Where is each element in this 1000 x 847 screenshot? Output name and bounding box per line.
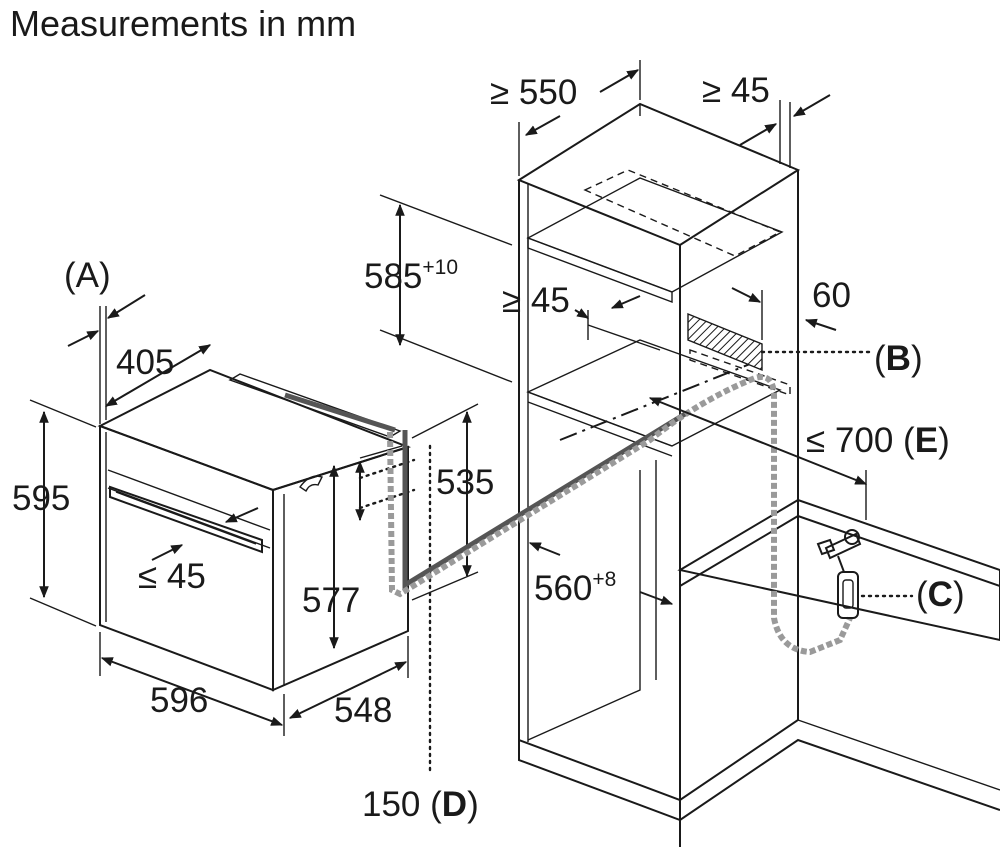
dim-oven-depth-front: 405 (116, 343, 174, 382)
dim-shelf-gap: ≥ 45 (502, 281, 570, 320)
dim-niche-height: 585+10 (364, 256, 458, 296)
dim-oven-depth: 548 (334, 691, 392, 730)
label-d-group: 150 (D) (362, 785, 479, 824)
label-b-close: ) (911, 339, 923, 378)
oven (97, 368, 412, 692)
label-e-group: ≤ 700 (E) (806, 421, 950, 460)
label-c-open: ( (916, 575, 928, 614)
label-b: B (886, 339, 911, 378)
power-cable (402, 411, 687, 590)
dim-niche-height-base: 585 (364, 257, 422, 296)
dim-niche-width: 560+8 (534, 568, 616, 608)
water-tap-icon (816, 529, 862, 619)
label-c: C (928, 575, 953, 614)
label-b-group: (B) (874, 339, 923, 378)
label-d: D (442, 785, 467, 824)
page-title: Measurements in mm (10, 3, 357, 44)
dim-cabinet-depth: ≥ 550 (490, 73, 577, 112)
oven-handle (109, 485, 263, 554)
dimension-labels: (A) 405 595 ≤ 45 596 548 577 535 150 (D)… (12, 71, 965, 824)
dim-inner-height: 577 (302, 581, 360, 620)
label-c-close: ) (953, 575, 965, 614)
dim-hose-length: ≤ 700 ( (806, 421, 915, 460)
label-e: E (915, 421, 938, 460)
dim-vent: 60 (812, 276, 851, 315)
dim-niche-width-base: 560 (534, 569, 592, 608)
dim-niche-width-tol: +8 (592, 568, 616, 591)
dim-niche-height-tol: +10 (422, 256, 458, 279)
oven-dimensions (29, 294, 479, 772)
water-hose (387, 374, 853, 656)
label-b-open: ( (874, 339, 886, 378)
label-e-close: ) (938, 421, 950, 460)
dim-handle-gap: ≤ 45 (138, 557, 206, 596)
label-a: (A) (64, 256, 111, 295)
vent-opening (687, 312, 763, 372)
label-c-group: (C) (916, 575, 965, 614)
dim-oven-height: 595 (12, 479, 70, 518)
label-d-close: ) (467, 785, 479, 824)
dim-side-gap: ≥ 45 (702, 71, 770, 110)
dim-back-height: 535 (436, 463, 494, 502)
cabinet-dimensions (379, 60, 914, 605)
dim-oven-width: 596 (150, 681, 208, 720)
dim-cable-length: 150 ( (362, 785, 442, 824)
